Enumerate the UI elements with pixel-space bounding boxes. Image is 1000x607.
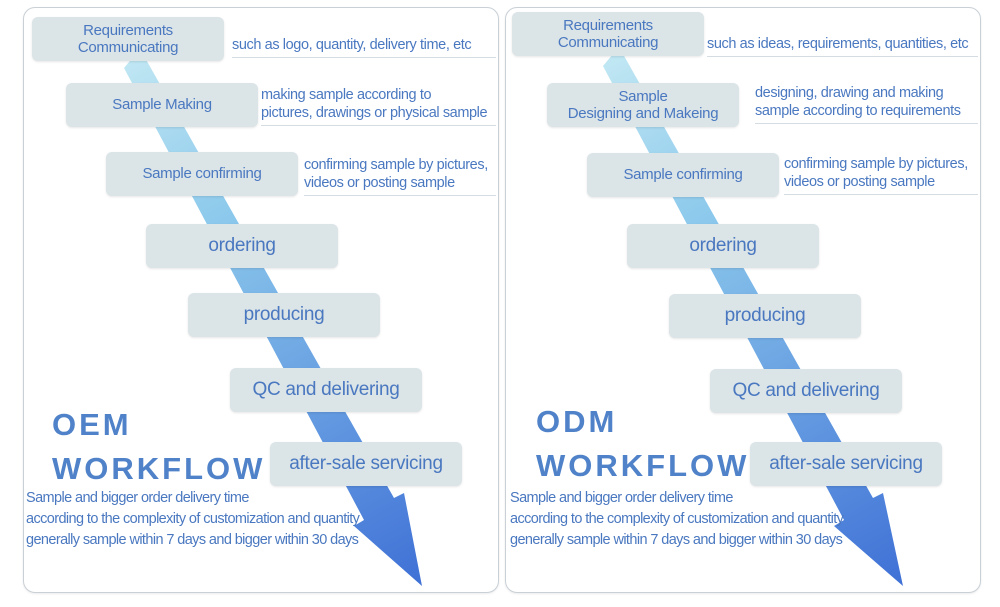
step-requirements-communicating: Requirements Communicating — [512, 12, 704, 56]
note-sample-designing-and-making: designing, drawing and making sample acc… — [755, 84, 978, 125]
step-ordering: ordering — [627, 224, 819, 268]
note-requirements-communicating: such as ideas, requirements, quantities,… — [707, 35, 978, 58]
note-sample-confirming: confirming sample by pictures, videos or… — [304, 156, 496, 197]
step-sample-making: Sample Making — [66, 83, 258, 127]
step-sample-confirming: Sample confirming — [587, 153, 779, 197]
note-sample-making: making sample according to pictures, dra… — [261, 86, 496, 127]
step-sample-confirming: Sample confirming — [106, 152, 298, 196]
odm-workflow-title: ODM WORKFLOW — [536, 404, 750, 483]
step-sample-designing-and-making: Sample Designing and Makeing — [547, 83, 739, 127]
step-after-sale-servicing: after-sale servicing — [750, 442, 942, 486]
step-requirements-communicating: Requirements Communicating — [32, 17, 224, 61]
note-sample-confirming: confirming sample by pictures, videos or… — [784, 155, 978, 196]
oem-delivery-footnote: Sample and bigger order delivery time ac… — [26, 490, 360, 548]
step-qc-and-delivering: QC and delivering — [230, 368, 422, 412]
note-requirements-communicating: such as logo, quantity, delivery time, e… — [232, 36, 496, 59]
odm-delivery-footnote: Sample and bigger order delivery time ac… — [510, 490, 844, 548]
oem-workflow-title: OEM WORKFLOW — [52, 407, 266, 486]
oem-workflow-panel: Requirements Communicating such as logo,… — [23, 7, 499, 593]
step-ordering: ordering — [146, 224, 338, 268]
step-producing: producing — [188, 293, 380, 337]
step-producing: producing — [669, 294, 861, 338]
odm-workflow-panel: Requirements Communicating such as ideas… — [505, 7, 981, 593]
step-after-sale-servicing: after-sale servicing — [270, 442, 462, 486]
step-qc-and-delivering: QC and delivering — [710, 369, 902, 413]
